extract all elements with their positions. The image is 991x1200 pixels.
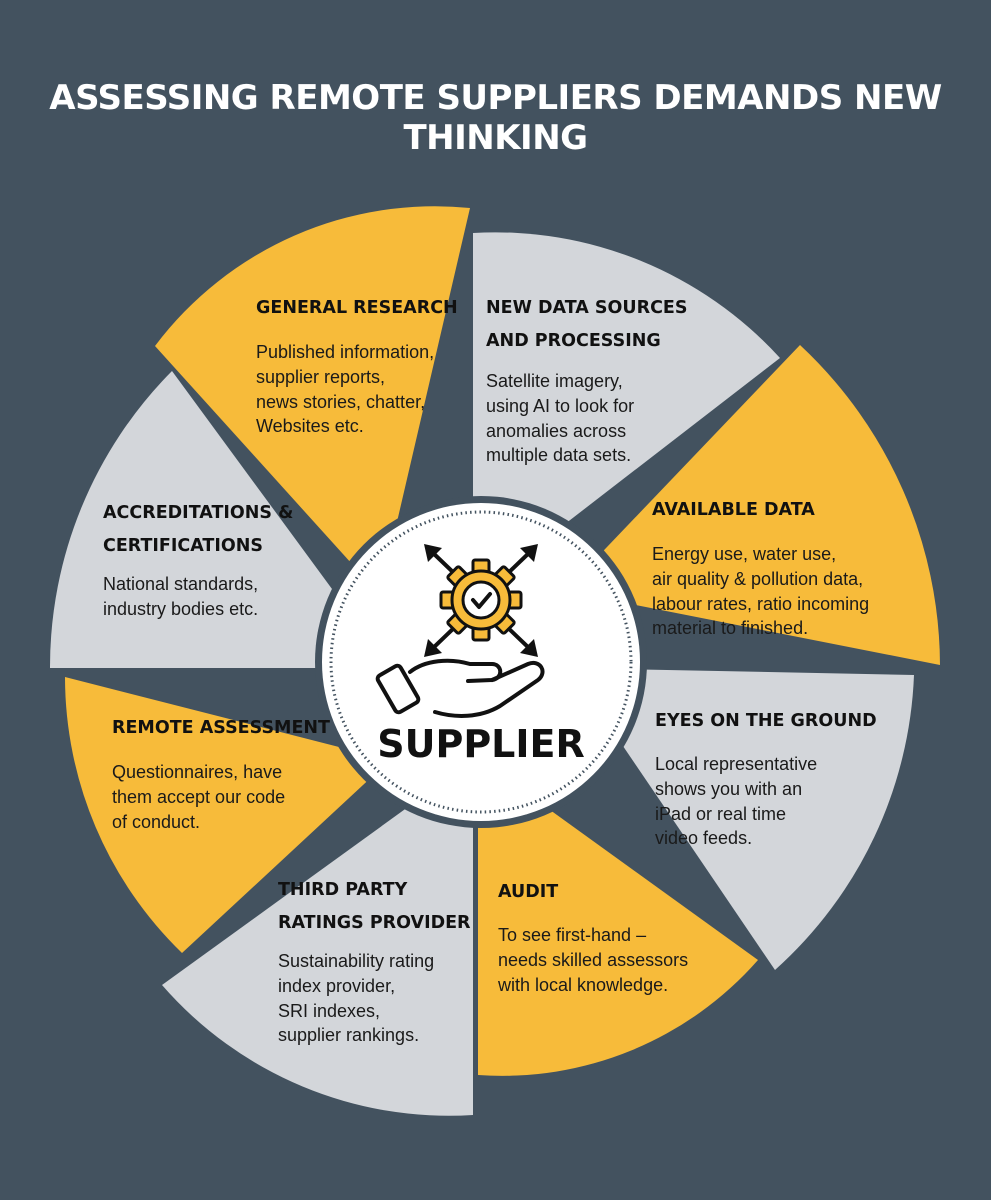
sector-remote-assessment: [65, 677, 390, 953]
accreditations-heading: ACCREDITATIONS &CERTIFICATIONS: [103, 503, 294, 557]
center-label: SUPPLIER: [377, 722, 585, 766]
available-data-heading: AVAILABLE DATA: [652, 500, 815, 520]
sector-eyes-on-ground: [570, 668, 914, 970]
sector-audit: [478, 758, 758, 1076]
sector-accreditations: [49, 371, 391, 668]
sector-new-data-sources: [473, 232, 780, 596]
available-data-body: Energy use, water use,air quality & poll…: [652, 544, 870, 639]
audit-heading: AUDIT: [498, 882, 559, 902]
remote-assessment-heading: REMOTE ASSESSMENT: [112, 718, 330, 738]
sector-third-party: [162, 760, 473, 1116]
sector-available-data: [565, 345, 940, 665]
audit-body: To see first-hand –needs skilled assesso…: [498, 925, 689, 995]
accreditations-body: National standards,industry bodies etc.: [103, 574, 259, 619]
gear-check-hand-icon: [375, 544, 545, 718]
sector-general-research: [155, 206, 470, 595]
general-research-heading: GENERAL RESEARCH: [256, 298, 458, 318]
eyes-on-ground-heading: EYES ON THE GROUND: [655, 711, 877, 731]
general-research-body: Published information,supplier reports,n…: [256, 342, 435, 437]
center-dotted-ring: [329, 510, 633, 814]
page-title: ASSESSING REMOTE SUPPLIERS DEMANDS NEW T…: [49, 78, 942, 158]
